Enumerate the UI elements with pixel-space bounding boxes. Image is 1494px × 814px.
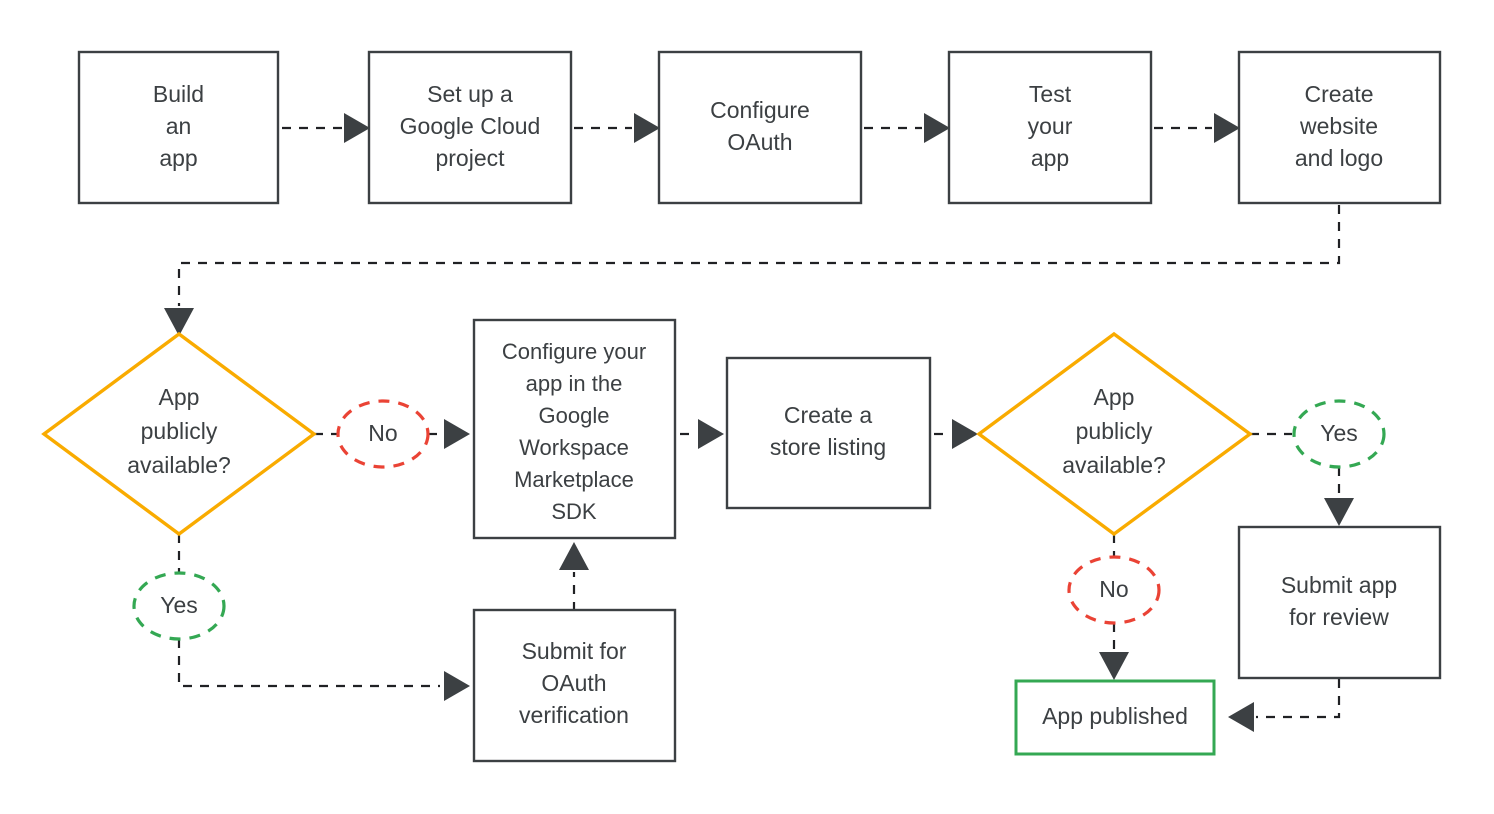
node-store-listing-line-0: Create a [784,402,872,428]
node-sdk-line-4: Marketplace [514,467,634,492]
node-submit-for-oauth-verification[interactable]: Submit for OAuth verification [472,608,677,763]
node-create-website-and-logo[interactable]: Create website and logo [1237,50,1442,205]
edge-decision1-no-to-sdk [314,419,470,449]
badge-yes-2-label: Yes [1320,420,1358,446]
node-configure-oauth-line-1: OAuth [727,129,792,155]
node-app-publicly-available-1-line-1: publicly [141,418,218,444]
node-build-an-app-line-2: app [159,145,197,171]
node-configure-oauth[interactable]: Configure OAuth [657,50,863,205]
node-create-website-and-logo-line-0: Create [1304,81,1373,107]
node-app-published-line-0: App published [1042,703,1188,729]
node-oauth-verification-line-0: Submit for [522,638,627,664]
node-build-an-app-line-1: an [166,113,192,139]
node-test-your-app-line-1: your [1028,113,1073,139]
node-app-publicly-available-2[interactable]: App publicly available? [976,331,1253,537]
node-app-publicly-available-1-line-2: available? [127,452,231,478]
node-build-an-app-line-0: Build [153,81,204,107]
node-configure-app-in-marketplace-sdk[interactable]: Configure your app in the Google Workspa… [472,318,677,540]
edge-store-listing-to-decision2 [934,419,978,449]
node-store-listing-line-1: store listing [770,434,886,460]
node-set-up-google-cloud-project-line-0: Set up a [427,81,513,107]
edge-review-to-published [1228,679,1341,732]
node-oauth-verification-line-1: OAuth [541,670,606,696]
node-submit-app-for-review-line-1: for review [1289,604,1389,630]
node-app-publicly-available-2-line-2: available? [1062,452,1166,478]
node-sdk-line-0: Configure your [502,339,646,364]
node-app-publicly-available-1[interactable]: App publicly available? [41,331,317,537]
badge-no-2-label: No [1099,576,1128,602]
node-app-published[interactable]: App published [1014,679,1216,756]
node-sdk-line-5: SDK [551,499,597,524]
edge-decision2-yes-to-review [1250,432,1354,526]
edge-oauth-verification-to-sdk [559,542,589,611]
edge-oauth-to-test [864,113,950,143]
badge-yes-1-label: Yes [160,592,198,618]
node-oauth-verification-line-2: verification [519,702,629,728]
edge-setup-to-oauth [574,113,660,143]
badge-no-2: No [1067,555,1161,625]
edge-decision1-yes-to-oauth-verification [177,534,470,701]
edge-sdk-to-store-listing [680,419,724,449]
node-test-your-app-line-2: app [1031,145,1069,171]
node-set-up-google-cloud-project[interactable]: Set up a Google Cloud project [367,50,573,205]
edge-test-to-website [1154,113,1240,143]
node-submit-app-for-review[interactable]: Submit app for review [1237,525,1442,680]
node-sdk-line-1: app in the [526,371,623,396]
badge-no-1-label: No [368,420,397,446]
node-create-a-store-listing[interactable]: Create a store listing [725,356,932,510]
badge-yes-2: Yes [1292,399,1386,469]
node-sdk-line-3: Workspace [519,435,629,460]
node-test-your-app-line-0: Test [1029,81,1072,107]
node-set-up-google-cloud-project-line-2: project [435,145,505,171]
node-app-publicly-available-2-line-1: publicly [1076,418,1153,444]
edges-layer [164,113,1354,732]
node-app-publicly-available-2-line-0: App [1094,384,1135,410]
node-create-website-and-logo-line-1: website [1299,113,1378,139]
node-build-an-app[interactable]: Build an app [77,50,280,205]
node-sdk-line-2: Google [539,403,610,428]
node-test-your-app[interactable]: Test your app [947,50,1153,205]
node-create-website-and-logo-line-2: and logo [1295,145,1383,171]
node-app-publicly-available-1-line-0: App [159,384,200,410]
badge-no-1: No [336,399,430,469]
node-set-up-google-cloud-project-line-1: Google Cloud [400,113,541,139]
edge-decision2-no-to-published [1099,534,1129,680]
node-configure-oauth-line-0: Configure [710,97,810,123]
edge-build-to-setup [282,113,370,143]
badge-yes-1: Yes [132,571,226,641]
node-submit-app-for-review-line-0: Submit app [1281,572,1397,598]
edge-website-to-decision1 [164,205,1341,336]
